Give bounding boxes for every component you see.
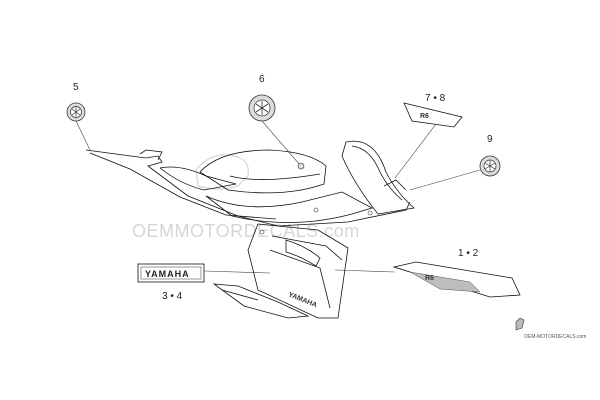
fairing-r6-decal: R6 — [392, 261, 521, 298]
callout-6: 6 — [259, 74, 265, 85]
watermark-small-logo: OEM-MOTORDECALS.com — [515, 317, 586, 340]
svg-text:YAMAHA: YAMAHA — [145, 269, 190, 279]
leader-6 — [261, 120, 301, 166]
yamaha-emblem-9 — [479, 155, 501, 177]
watermark-small-text: OEM-MOTORDECALS.com — [524, 334, 586, 340]
yamaha-emblem-5 — [66, 102, 86, 122]
svg-text:R6: R6 — [420, 113, 429, 120]
leader-1-2 — [334, 269, 396, 273]
leader-9 — [409, 169, 481, 191]
front-r6-decal: R6 — [403, 102, 463, 128]
watermark-text: OEMMOTORDECALS.com — [132, 221, 360, 241]
callout-5: 5 — [73, 82, 79, 93]
leader-3-4 — [203, 270, 271, 274]
callout-9: 9 — [487, 134, 493, 145]
fairing-yamaha-text: YAMAHA — [287, 291, 318, 309]
leader-7-8 — [394, 123, 437, 179]
yamaha-emblem-6 — [248, 94, 276, 122]
callout-3-4: 3 • 4 — [162, 291, 183, 302]
leader-5 — [75, 120, 91, 151]
callout-7-8: 7 • 8 — [425, 93, 446, 104]
callout-1-2: 1 • 2 — [458, 248, 479, 259]
svg-text:R6: R6 — [425, 275, 434, 282]
watermark-helmet-logo — [195, 154, 249, 190]
yamaha-text-decal: YAMAHA — [137, 263, 205, 283]
